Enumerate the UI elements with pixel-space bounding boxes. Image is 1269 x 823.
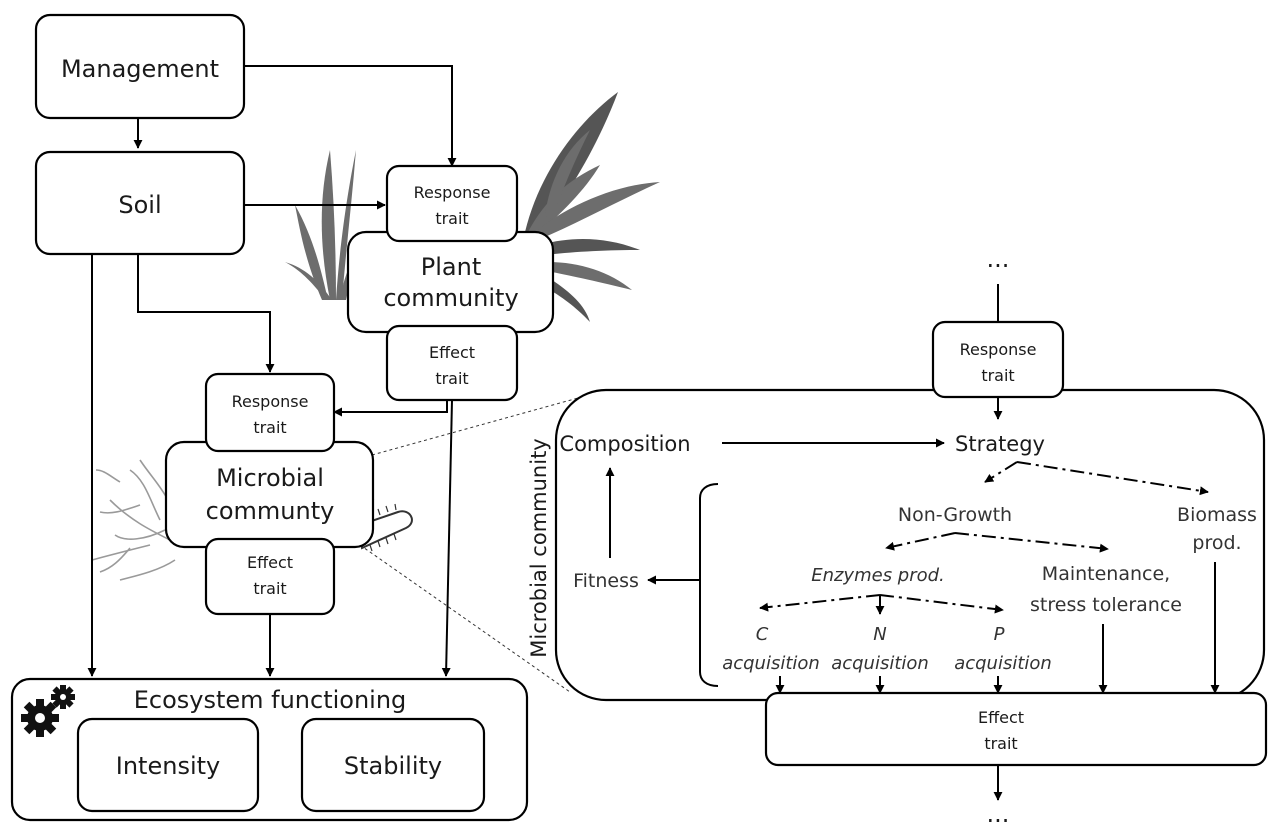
ecosystem-functioning-label: Ecosystem functioning xyxy=(134,686,407,714)
gear-icon xyxy=(21,685,75,737)
svg-text:Effect: Effect xyxy=(978,708,1024,727)
top-ellipsis: ... xyxy=(987,245,1010,273)
bottom-ellipsis: ... xyxy=(987,800,1010,823)
maintenance-label-2: stress tolerance xyxy=(1030,594,1182,616)
svg-text:Effect: Effect xyxy=(247,553,293,572)
microbial-community-side-label: Microbial community xyxy=(527,438,551,658)
c-acquisition-letter: C xyxy=(756,624,769,645)
management-node: Management xyxy=(34,13,246,120)
plant-community-node: Plant community xyxy=(346,230,555,334)
plant-community-label-1: Plant xyxy=(421,253,481,281)
microbial-community-label-1: Microbial xyxy=(216,464,324,492)
n-acquisition-letter: N xyxy=(873,624,886,645)
biomass-label-2: prod. xyxy=(1192,532,1241,554)
microbe-effect-trait: Effect trait xyxy=(204,537,336,616)
zoom-response-trait: Response trait xyxy=(931,320,1065,399)
svg-text:trait: trait xyxy=(984,734,1017,753)
ecosystem-functioning-node: Ecosystem functioning Intensity Stabilit… xyxy=(10,677,529,822)
svg-text:Response: Response xyxy=(960,340,1037,359)
c-acquisition-label: acquisition xyxy=(722,653,820,674)
enzymes-label: Enzymes prod. xyxy=(811,565,945,586)
plant-community-label-2: community xyxy=(383,284,518,312)
svg-text:Response: Response xyxy=(414,183,491,202)
zoom-effect-trait: Effect trait xyxy=(764,691,1268,767)
microbe-icon xyxy=(91,459,413,581)
fitness-label: Fitness xyxy=(573,570,639,592)
svg-text:trait: trait xyxy=(253,579,286,598)
p-acquisition-letter: P xyxy=(994,624,1005,645)
stability-node xyxy=(300,717,486,813)
soil-label: Soil xyxy=(118,191,161,219)
intensity-label: Intensity xyxy=(116,752,220,780)
svg-text:trait: trait xyxy=(253,418,286,437)
biomass-label-1: Biomass xyxy=(1177,504,1257,526)
svg-text:trait: trait xyxy=(981,366,1014,385)
plant-effect-trait: Effect trait xyxy=(385,324,519,402)
n-acquisition-label: acquisition xyxy=(831,653,929,674)
maintenance-label-1: Maintenance, xyxy=(1042,563,1170,585)
zoom-guide-bottom xyxy=(359,544,571,693)
svg-text:trait: trait xyxy=(435,209,468,228)
composition-label: Composition xyxy=(559,432,690,456)
microbe-response-trait: Response trait xyxy=(204,372,336,453)
svg-text:trait: trait xyxy=(435,369,468,388)
microbial-community-label-2: communty xyxy=(206,497,335,525)
stability-label: Stability xyxy=(344,752,442,780)
microbial-community-node: Microbial communty xyxy=(164,440,375,549)
intensity-node xyxy=(76,717,260,813)
svg-text:Response: Response xyxy=(232,392,309,411)
plant-response-trait: Response trait xyxy=(385,164,519,243)
p-acquisition-label: acquisition xyxy=(954,653,1052,674)
zoom-connectors xyxy=(605,397,1220,801)
svg-text:Effect: Effect xyxy=(429,343,475,362)
non-growth-label: Non-Growth xyxy=(898,504,1012,526)
management-label: Management xyxy=(61,55,219,83)
soil-node: Soil xyxy=(34,150,246,256)
strategy-label: Strategy xyxy=(955,432,1045,456)
